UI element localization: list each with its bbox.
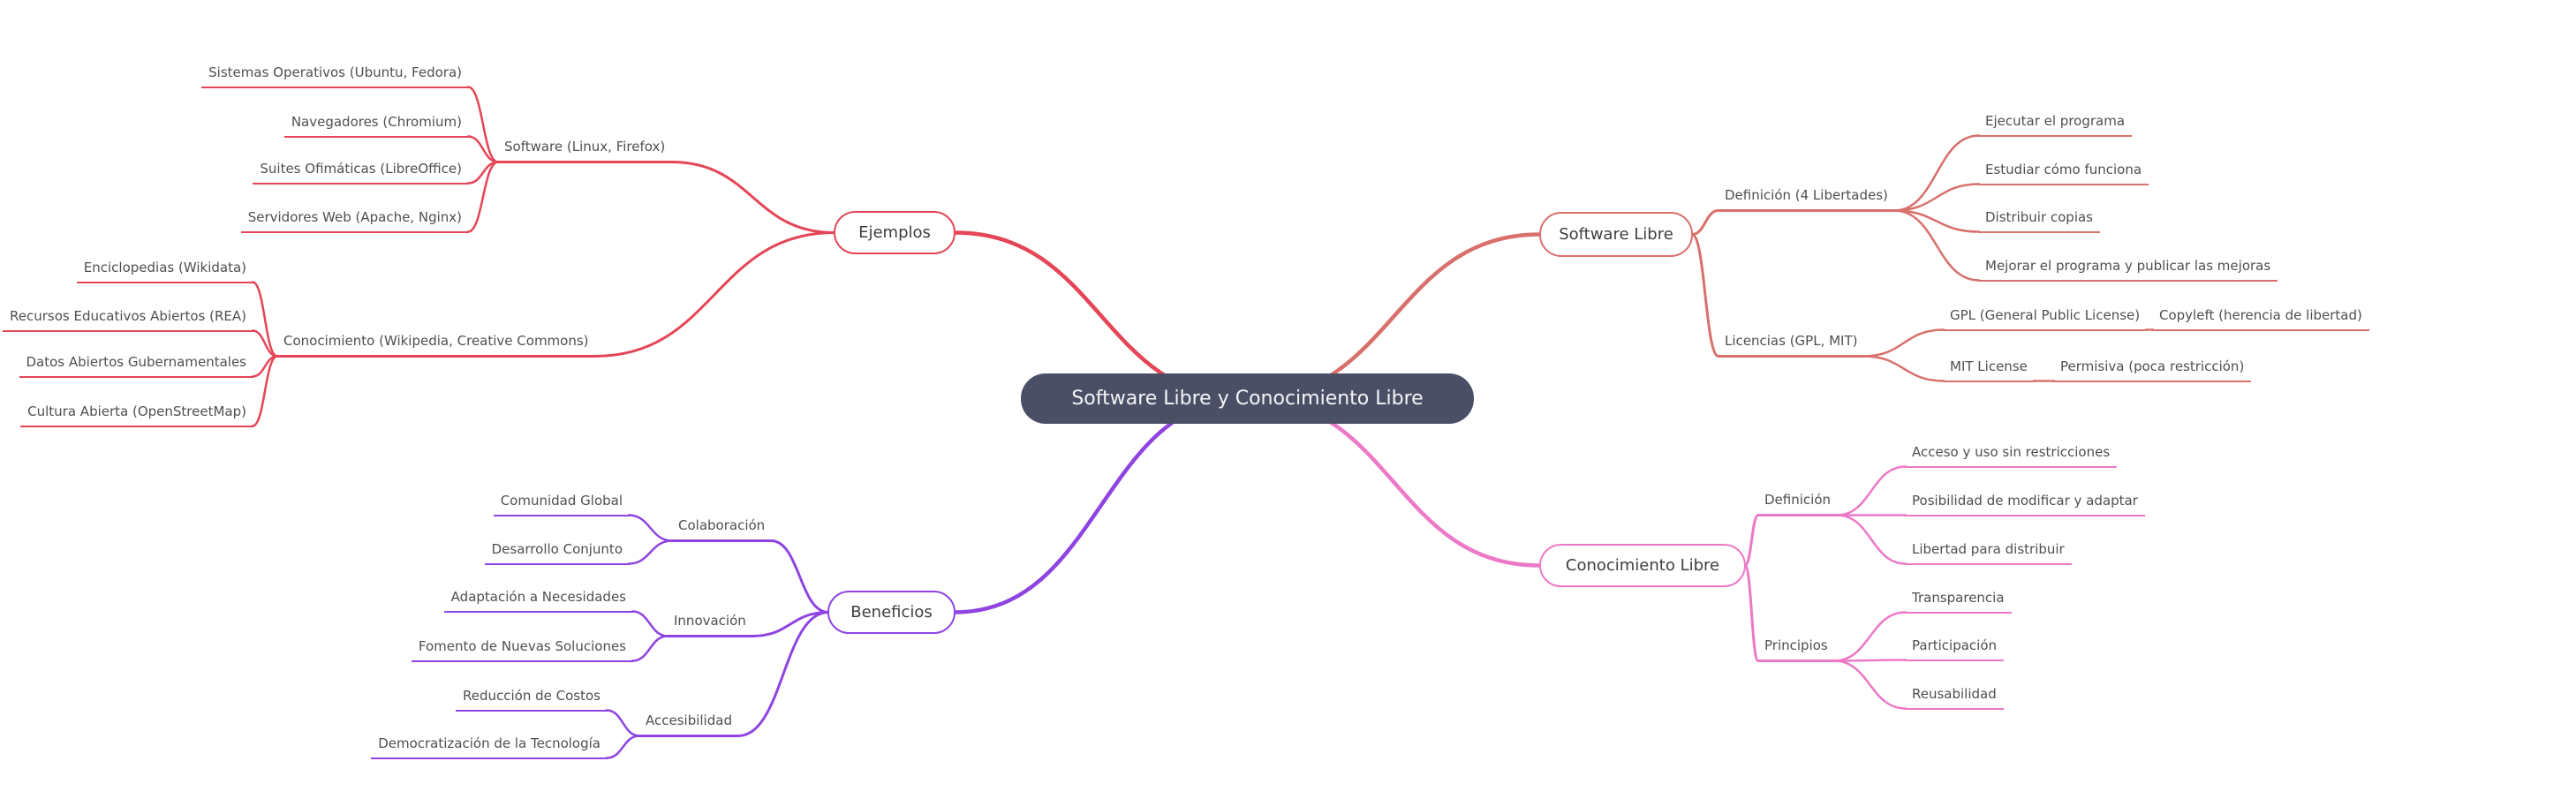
node-principios[interactable]: Principios <box>1757 637 1835 662</box>
leaf-posibilidad[interactable]: Posibilidad de modificar y adaptar <box>1905 493 2145 516</box>
leaf-suites-ofimaticas[interactable]: Suites Ofimáticas (LibreOffice) <box>253 161 469 185</box>
leaf-reusabilidad[interactable]: Reusabilidad <box>1905 686 2004 710</box>
node-software[interactable]: Software (Linux, Firefox) <box>497 139 673 163</box>
leaf-servidores-web[interactable]: Servidores Web (Apache, Nginx) <box>240 209 469 233</box>
leaf-gpl[interactable]: GPL (General Public License) <box>1943 307 2148 331</box>
leaf-reduccion-costos[interactable]: Reducción de Costos <box>456 688 608 712</box>
leaf-permisiva[interactable]: Permisiva (poca restricción) <box>2053 358 2252 382</box>
leaf-cultura-abierta[interactable]: Cultura Abierta (OpenStreetMap) <box>20 403 253 427</box>
branch-beneficios[interactable]: Beneficios <box>827 591 956 634</box>
leaf-enciclopedias[interactable]: Enciclopedias (Wikidata) <box>76 260 253 283</box>
node-licencias[interactable]: Licencias (GPL, MIT) <box>1718 333 1865 358</box>
branch-software-libre[interactable]: Software Libre <box>1539 212 1693 257</box>
leaf-acceso[interactable]: Acceso y uso sin restricciones <box>1905 444 2118 468</box>
node-conocimiento[interactable]: Conocimiento (Wikipedia, Creative Common… <box>276 333 596 358</box>
leaf-ejecutar[interactable]: Ejecutar el programa <box>1978 113 2133 137</box>
leaf-mejorar[interactable]: Mejorar el programa y publicar las mejor… <box>1978 258 2278 282</box>
leaf-mit[interactable]: MIT License <box>1943 358 2035 382</box>
leaf-estudiar[interactable]: Estudiar cómo funciona <box>1978 162 2149 185</box>
leaf-libertad[interactable]: Libertad para distribuir <box>1905 541 2072 565</box>
node-definicion-cl[interactable]: Definición <box>1757 492 1838 516</box>
leaf-sistemas-operativos[interactable]: Sistemas Operativos (Ubuntu, Fedora) <box>201 64 469 88</box>
leaf-datos-abiertos[interactable]: Datos Abiertos Gubernamentales <box>19 354 253 378</box>
branch-conocimiento-libre[interactable]: Conocimiento Libre <box>1539 544 1746 587</box>
leaf-adaptacion[interactable]: Adaptación a Necesidades <box>443 589 633 613</box>
leaf-transparencia[interactable]: Transparencia <box>1905 590 2012 614</box>
branch-ejemplos[interactable]: Ejemplos <box>834 211 956 254</box>
leaf-comunidad-global[interactable]: Comunidad Global <box>493 493 630 516</box>
node-definicion-4-libertades[interactable]: Definición (4 Libertades) <box>1718 187 1895 212</box>
leaf-navegadores[interactable]: Navegadores (Chromium) <box>283 114 469 138</box>
central-topic[interactable]: Software Libre y Conocimiento Libre <box>1021 373 1474 424</box>
node-accesibilidad[interactable]: Accesibilidad <box>638 712 739 737</box>
leaf-fomento[interactable]: Fomento de Nuevas Soluciones <box>411 638 633 662</box>
node-colaboracion[interactable]: Colaboración <box>671 517 773 542</box>
leaf-recursos-educativos[interactable]: Recursos Educativos Abiertos (REA) <box>3 308 253 332</box>
leaf-distribuir[interactable]: Distribuir copias <box>1978 209 2100 233</box>
leaf-desarrollo-conjunto[interactable]: Desarrollo Conjunto <box>484 541 630 565</box>
leaf-copyleft[interactable]: Copyleft (herencia de libertad) <box>2152 307 2369 331</box>
node-innovacion[interactable]: Innovación <box>667 613 753 637</box>
leaf-democratizacion[interactable]: Democratización de la Tecnología <box>371 735 608 759</box>
leaf-participacion[interactable]: Participación <box>1905 637 2005 661</box>
